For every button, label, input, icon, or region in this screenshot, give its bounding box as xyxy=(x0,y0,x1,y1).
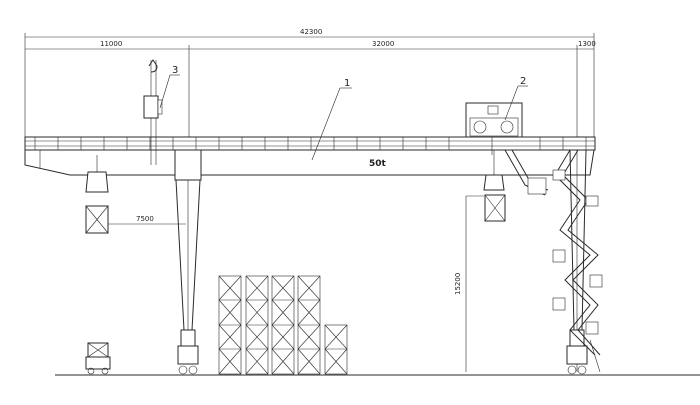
capacity-label: 50t xyxy=(369,159,387,169)
right-leg xyxy=(566,149,588,375)
stair-tower xyxy=(504,149,603,373)
reach-label: 7500 xyxy=(136,215,154,223)
callout-3: 3 xyxy=(159,65,180,109)
callout-2-label: 2 xyxy=(520,76,526,87)
dimension-reach: 7500 xyxy=(108,215,186,225)
callout-3-label: 3 xyxy=(172,65,178,76)
dimension-segments: 11000 32000 1300 xyxy=(25,40,596,372)
callout-1-label: 1 xyxy=(344,78,350,89)
right-cantilever-label: 1300 xyxy=(578,40,596,48)
overall-span-label: 42300 xyxy=(300,28,322,36)
callout-1: 1 xyxy=(311,78,352,161)
container-stacks xyxy=(218,275,348,375)
dimension-overall: 42300 xyxy=(24,28,595,138)
cantilever-hook-load xyxy=(85,155,109,234)
main-span-label: 32000 xyxy=(372,40,394,48)
lift-height-label: 15200 xyxy=(454,273,462,295)
truck xyxy=(85,342,111,375)
trolley-hook-load xyxy=(483,150,506,222)
left-leg xyxy=(174,149,202,375)
left-cantilever-label: 11000 xyxy=(100,40,122,48)
callout-2: 2 xyxy=(504,76,528,121)
dimension-lift-height: 15200 xyxy=(454,195,484,372)
trolley xyxy=(465,102,523,155)
main-girder: 50t xyxy=(24,136,596,176)
